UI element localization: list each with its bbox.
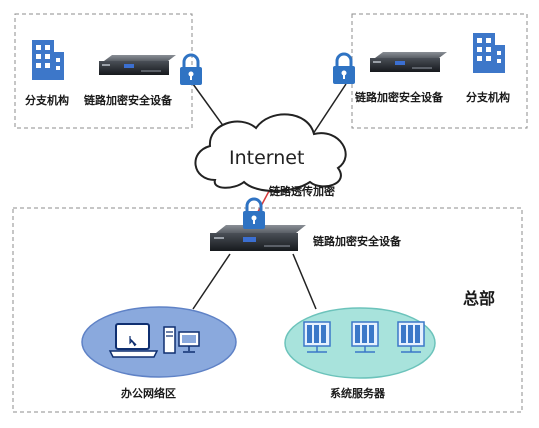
branch-right-org-label: 分支机构 [466,91,510,104]
desktop-pc-icon [163,326,200,354]
lock-icon-hq [243,197,265,229]
branch-right-device-label: 链路加密安全设备 [355,91,443,104]
lock-icon-left [180,53,202,85]
hq-title: 总部 [463,289,496,308]
server-rack-icon-3 [397,321,425,353]
branch-left-org-label: 分支机构 [25,94,69,107]
hq-to-office-link [192,253,231,310]
internet-label: Internet [229,147,305,169]
office-network-zone [81,306,237,378]
computer-icon [108,323,159,358]
hq-zone [12,207,523,413]
right-branch-link [308,83,347,141]
server-rack-icon-2 [351,321,379,353]
building-icon-right [473,33,505,73]
servers-label: 系统服务器 [330,387,385,400]
transparent-link-label: 链路透传加密 [269,185,335,198]
branch-left-device-label: 链路加密安全设备 [84,94,172,107]
hq-to-servers-link [292,253,317,310]
encryption-device-right [370,52,447,72]
lock-icon-right [333,52,355,84]
hq-device-label: 链路加密安全设备 [313,235,401,248]
server-rack-icon-1 [303,321,331,353]
encryption-device-left [99,55,176,75]
office-network-label: 办公网络区 [121,387,176,400]
internet-cloud-icon [194,113,347,192]
building-icon-left [32,40,64,80]
